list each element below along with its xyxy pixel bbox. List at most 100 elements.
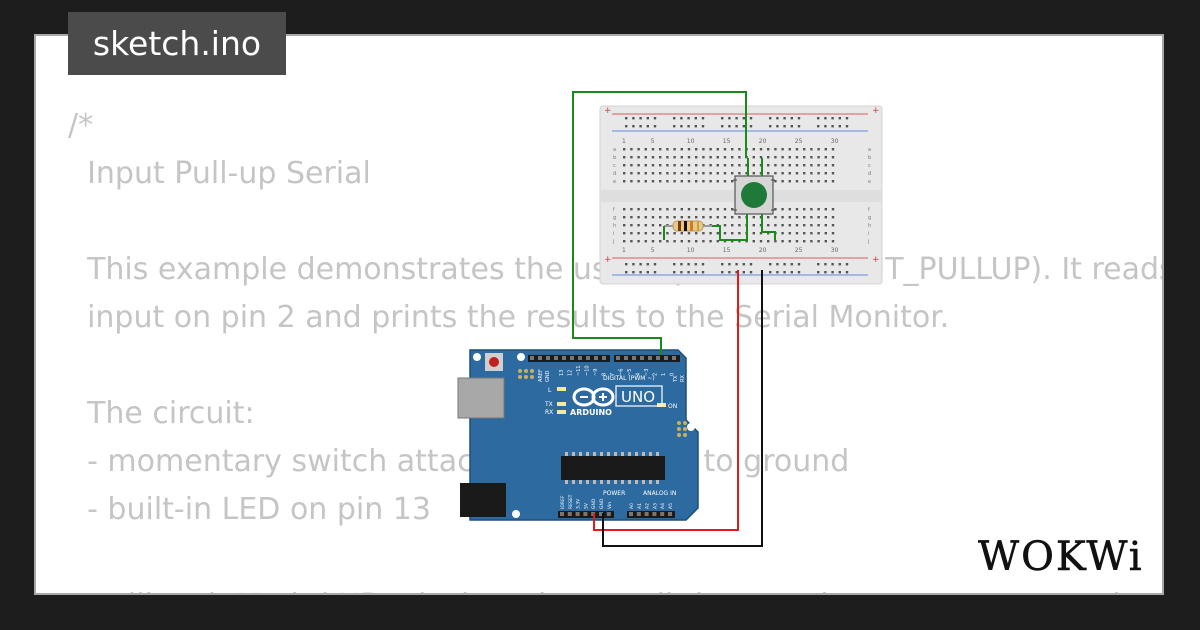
digital-pin-label: 1 — [661, 373, 667, 376]
microcontroller-chip — [561, 456, 665, 480]
wires — [572, 91, 763, 547]
led-tx — [557, 402, 566, 406]
breadboard-row-letter: d — [868, 171, 871, 177]
analog-label: ANALOG IN — [643, 490, 676, 497]
breadboard-row-letter: h — [613, 223, 616, 229]
breadboard-row-letter: f — [613, 207, 615, 213]
digital-pin-label: ~6 — [619, 369, 625, 376]
power-pin-label: RESET — [568, 494, 574, 509]
arduino-model: UNO — [621, 388, 655, 406]
digital-pin-label: 2 — [653, 373, 659, 376]
breadboard-row-letter: j — [867, 239, 869, 245]
digital-pin-label: 8 — [602, 373, 608, 376]
code-line: input on pin 2 and prints the results to… — [68, 300, 950, 335]
analog-pin-label: A0 — [629, 503, 635, 509]
file-tab[interactable]: sketch.ino — [68, 12, 286, 75]
svg-text:+: + — [872, 255, 880, 265]
analog-pin-label: A3 — [652, 503, 658, 509]
rx-pin-label: RX — [680, 375, 686, 382]
arduino-brand: ARDUINO — [570, 408, 612, 417]
wire-pin2-to-button — [572, 91, 747, 355]
digital-pin-label: ~9 — [593, 369, 599, 376]
digital-pin-label: ~5 — [627, 369, 633, 376]
breadboard-column-number: 25 — [795, 138, 803, 145]
analog-pin-label: A2 — [645, 503, 651, 509]
wire-5v-to-rail — [593, 270, 739, 531]
svg-text:+: + — [604, 106, 612, 116]
code-line: The circuit: — [68, 396, 255, 431]
power-jack — [460, 483, 506, 517]
breadboard-column-number: 25 — [795, 247, 803, 254]
breadboard-column-number: 30 — [831, 247, 839, 254]
led-l — [557, 387, 566, 391]
breadboard-row-letter: b — [613, 155, 616, 161]
breadboard-row-letter: j — [612, 239, 614, 245]
analog-pin-label: A1 — [637, 503, 643, 509]
power-pin-label: GND — [599, 498, 605, 509]
breadboard-jumpers — [663, 158, 776, 241]
breadboard-column-number: 15 — [723, 138, 731, 145]
code-line: Input Pull-up Serial — [68, 156, 371, 191]
breadboard-row-letter: a — [868, 147, 871, 153]
usb-port — [457, 377, 505, 419]
analog-pin-label: A5 — [668, 503, 674, 509]
arduino-logo-icon — [572, 387, 615, 407]
icsp-header — [518, 369, 534, 379]
pushbutton-cap — [741, 182, 767, 208]
pushbutton[interactable] — [733, 175, 775, 215]
led-rx — [557, 410, 566, 414]
code-line: This example demonstrates the use of pin… — [87, 252, 1162, 287]
power-pin-label: GND — [591, 498, 597, 509]
breadboard-column-number: 10 — [687, 138, 695, 145]
breadboard-row-letter: b — [868, 155, 871, 161]
breadboard-row-letter: c — [868, 163, 871, 169]
breadboard-row-letter: g — [868, 215, 871, 221]
icsp-header-right — [677, 421, 687, 437]
code-preview: /* Input Pull-up Serial This example dem… — [68, 102, 1162, 593]
breadboard-row-letter: f — [868, 207, 870, 213]
breadboard-row-letter: g — [613, 215, 616, 221]
breadboard-row-letter: d — [613, 171, 616, 177]
svg-text:RX: RX — [545, 409, 553, 416]
breadboard-row-letter: e — [868, 179, 871, 185]
breadboard-row-letter: e — [613, 179, 616, 185]
digital-pin-label: ~11 — [576, 365, 582, 376]
breadboard-column-number: 1 — [622, 138, 626, 145]
breadboard-row-letter: i — [868, 231, 869, 237]
breadboard-column-number: 1 — [622, 247, 626, 254]
breadboard-column-number: 10 — [687, 247, 695, 254]
svg-text:TX: TX — [544, 401, 553, 408]
digital-pin-label: 13 — [559, 370, 565, 376]
power-pin-label: 3.3V — [576, 498, 582, 509]
breadboard-column-number: 20 — [759, 247, 767, 254]
code-line: - built-in LED on pin 13 — [68, 492, 431, 527]
digital-label: DIGITAL (PWM ~) — [603, 375, 655, 382]
breadboard-row-letter: c — [613, 163, 616, 169]
breadboard-row-letter: a — [613, 147, 616, 153]
tx-pin-label: TX — [673, 375, 679, 383]
code-line: /* — [68, 108, 94, 143]
breadboard-column-number: 20 — [759, 138, 767, 145]
wokwi-logo: WOKWi — [978, 534, 1144, 578]
digital-pin-label: 0 — [670, 373, 676, 376]
resistor — [664, 220, 712, 232]
wire-gnd-to-rail — [602, 270, 763, 547]
digital-pin-label: 7 — [610, 373, 616, 376]
digital-pin-label: 12 — [568, 370, 574, 376]
digital-header — [530, 356, 676, 360]
breadboard-row-letter: i — [613, 231, 614, 237]
wokwi-logo-text: WOKWi — [978, 534, 1144, 578]
breadboard-row-letter: h — [868, 223, 871, 229]
aref-label: AREF — [538, 369, 544, 382]
digital-pin-label: ~10 — [585, 365, 591, 376]
breadboard-column-number: 30 — [831, 138, 839, 145]
svg-text:L: L — [548, 387, 552, 394]
